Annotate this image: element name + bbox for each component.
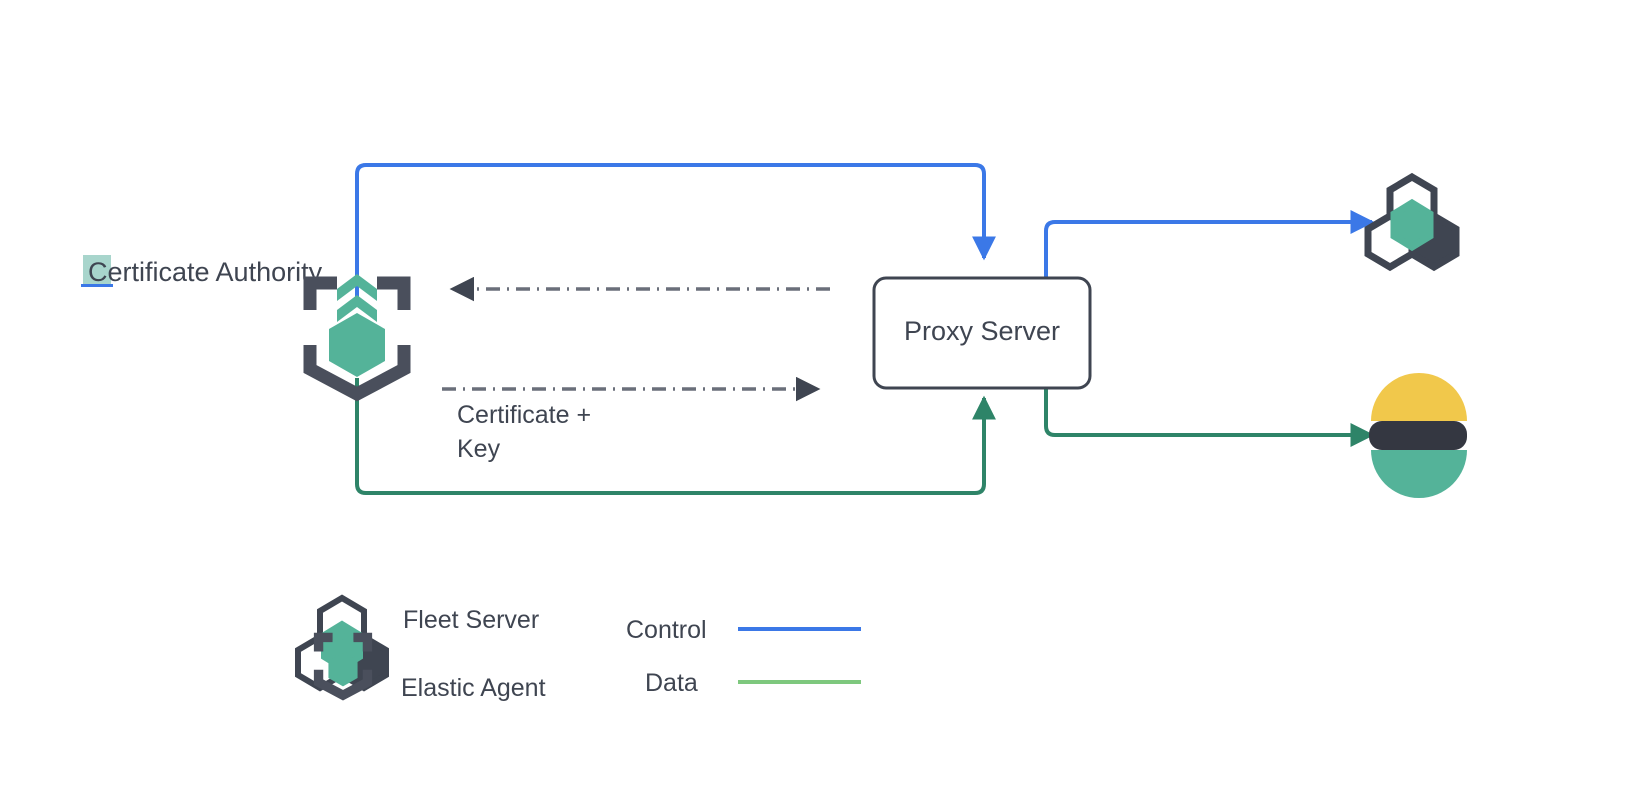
elasticsearch-logo <box>1369 373 1467 498</box>
legend-item-data: Data <box>645 669 861 697</box>
elastic-agent-icon <box>303 274 411 402</box>
edge-label-certificate-key-line2: Key <box>457 435 501 463</box>
edge-control-agent-to-proxy <box>355 163 996 300</box>
legend-label-data: Data <box>645 669 698 697</box>
fleet-server-icon <box>1364 172 1460 272</box>
text-selection-highlight <box>83 255 111 285</box>
node-certificate-authority[interactable]: Certificate Authority <box>81 255 411 402</box>
legend-label-control: Control <box>626 616 707 644</box>
edge-data-proxy-to-elasticsearch <box>1044 378 1375 447</box>
legend: Fleet Server Elastic Agent Control Data <box>295 594 861 702</box>
legend-label-elastic-agent: Elastic Agent <box>401 674 546 702</box>
certificate-authority-label: Certificate Authority <box>88 257 323 287</box>
node-elasticsearch[interactable] <box>1369 373 1467 498</box>
edge-cert-key-ca-to-proxy: Certificate + Key <box>442 376 821 463</box>
node-fleet-server[interactable] <box>1364 172 1460 272</box>
edge-control-proxy-to-fleet <box>1044 210 1375 300</box>
legend-item-elastic-agent: Elastic Agent <box>313 632 546 702</box>
edge-data-agent-to-proxy <box>355 378 996 495</box>
legend-item-control: Control <box>626 616 861 644</box>
proxy-server-label: Proxy Server <box>904 316 1060 346</box>
legend-label-fleet-server: Fleet Server <box>403 606 539 634</box>
node-proxy-server[interactable]: Proxy Server <box>872 276 1092 390</box>
edge-label-certificate-key-line1: Certificate + <box>457 401 591 429</box>
proxy-server-box <box>872 276 1092 390</box>
elastic-agent-icon <box>313 632 373 701</box>
text-selection-underline <box>81 284 113 287</box>
